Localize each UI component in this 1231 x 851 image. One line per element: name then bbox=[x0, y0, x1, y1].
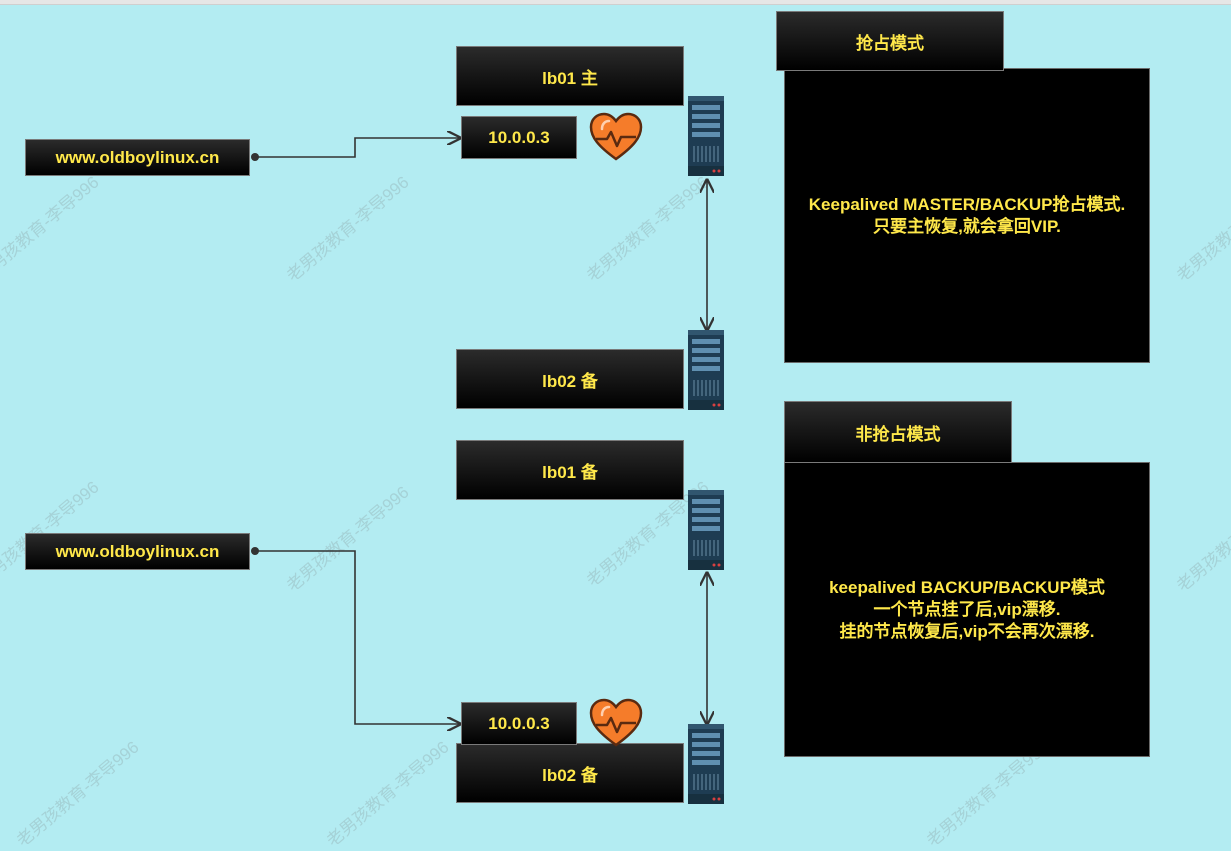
heartbeat-icon bbox=[589, 112, 643, 161]
panel-line: keepalived BACKUP/BACKUP模式 bbox=[829, 577, 1105, 597]
vip-label: 10.0.0.3 bbox=[461, 702, 577, 745]
vip-label: 10.0.0.3 bbox=[461, 116, 577, 159]
server-rack-icon bbox=[688, 724, 724, 804]
preempt-mode-title: 抢占模式 bbox=[776, 11, 1004, 71]
panel-line: Keepalived MASTER/BACKUP抢占模式. bbox=[808, 194, 1126, 214]
server-rack-icon bbox=[688, 96, 724, 176]
server-rack-icon bbox=[688, 490, 724, 570]
non-preempt-mode-title: 非抢占模式 bbox=[784, 401, 1012, 463]
lb01-label: lb01 备 bbox=[456, 440, 684, 500]
panel-line: 只要主恢复,就会拿回VIP. bbox=[873, 216, 1061, 236]
server-rack-icon bbox=[688, 330, 724, 410]
domain-label: www.oldboylinux.cn bbox=[25, 533, 250, 570]
heartbeat-icon bbox=[589, 698, 643, 747]
window-top-strip bbox=[0, 0, 1231, 5]
panel-line: 一个节点挂了后,vip漂移. bbox=[873, 599, 1061, 619]
panel-line: 挂的节点恢复后,vip不会再次漂移. bbox=[839, 621, 1095, 641]
preempt-mode-panel: Keepalived MASTER/BACKUP抢占模式. 只要主恢复,就会拿回… bbox=[784, 68, 1150, 363]
connector-lines bbox=[251, 0, 1231, 811]
lb01-label: lb01 主 bbox=[456, 46, 684, 106]
domain-label: www.oldboylinux.cn bbox=[25, 139, 250, 176]
domain-to-vip-connector bbox=[255, 138, 460, 158]
lb02-label: lb02 备 bbox=[456, 349, 684, 409]
non-preempt-mode-panel: keepalived BACKUP/BACKUP模式 一个节点挂了后,vip漂移… bbox=[784, 462, 1150, 757]
lb02-label: lb02 备 bbox=[456, 743, 684, 803]
domain-to-vip-connector bbox=[255, 550, 460, 724]
